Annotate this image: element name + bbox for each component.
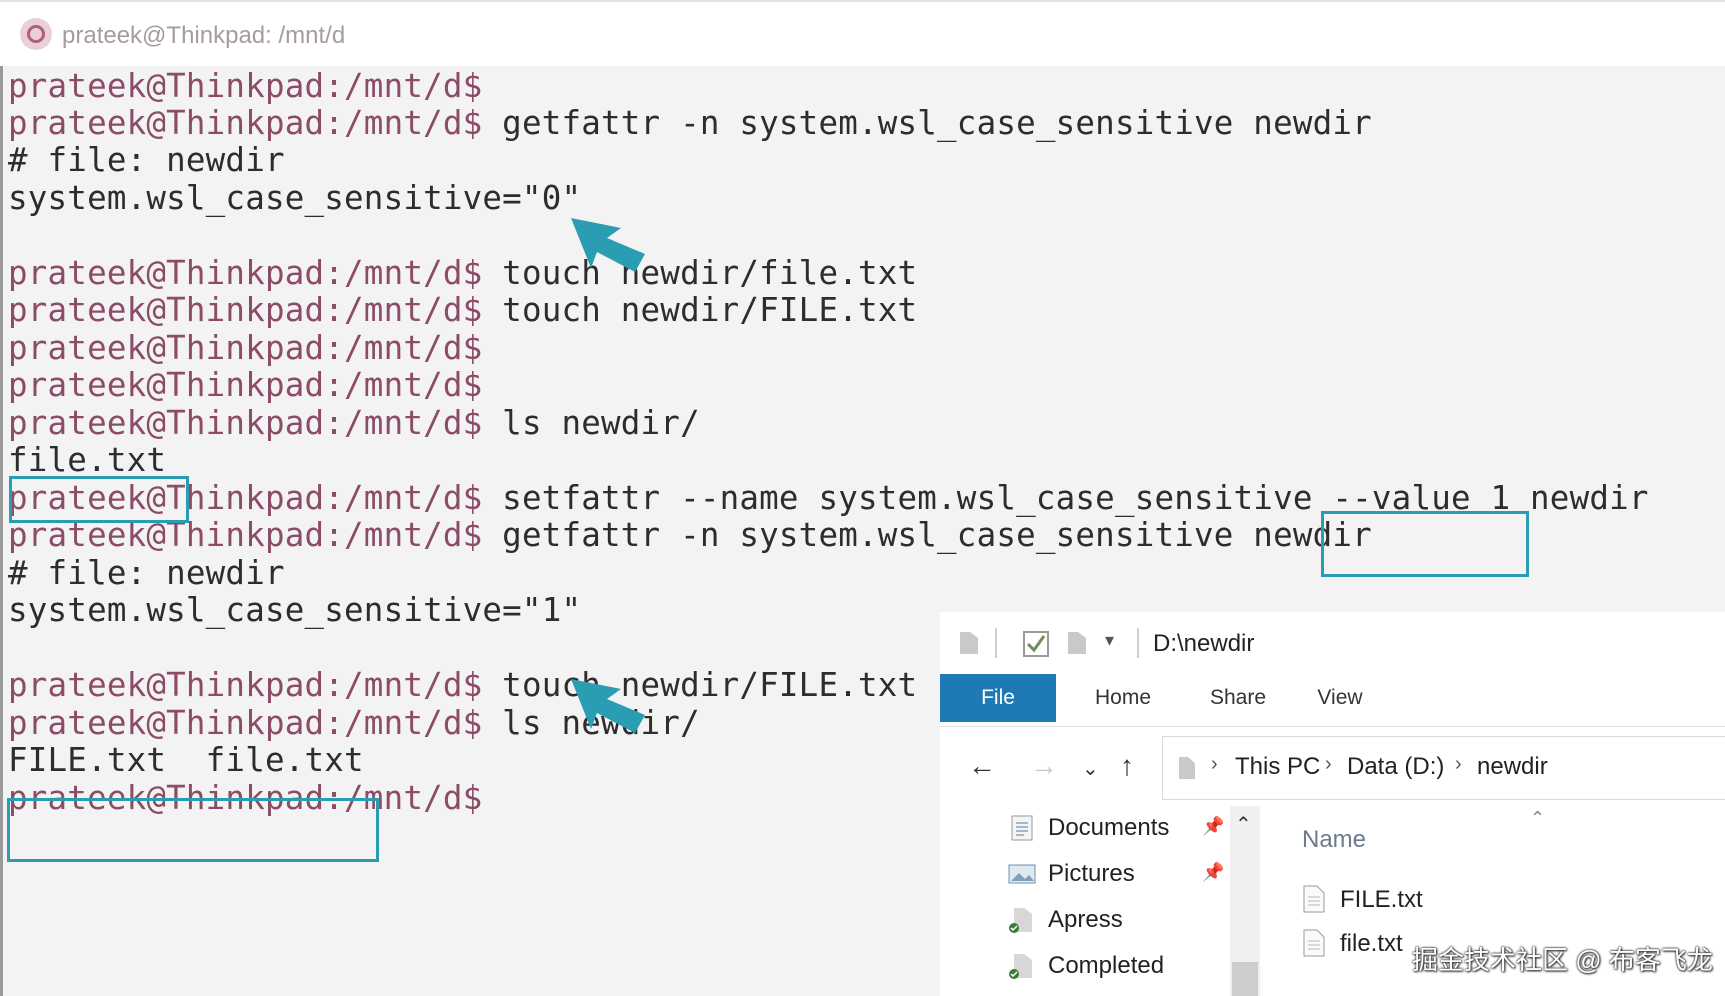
- output-text: file.txt: [8, 441, 167, 479]
- terminal-line: # file: newdir: [8, 553, 285, 593]
- shell-prompt: prateek@Thinkpad:/mnt/d$: [8, 704, 483, 742]
- new-folder-icon[interactable]: [1066, 630, 1088, 656]
- window-title-path: D:\newdir: [1153, 630, 1255, 657]
- file-name: file.txt: [1340, 930, 1403, 957]
- recent-locations-chevron-icon[interactable]: ⌄: [1082, 758, 1099, 780]
- text-file-icon: [1303, 885, 1325, 913]
- terminal-line: prateek@Thinkpad:/mnt/d$ setfattr --name…: [8, 478, 1649, 518]
- address-bar[interactable]: › This PC › Data (D:) › newdir: [1162, 736, 1725, 800]
- nav-item-label: Completed: [1048, 952, 1165, 979]
- command-text: touch newdir/FILE.txt: [482, 666, 918, 704]
- shell-prompt: prateek@Thinkpad:/mnt/d$: [8, 67, 483, 105]
- quick-access-toolbar: ▾ D:\newdir: [940, 612, 1725, 674]
- shell-prompt: prateek@Thinkpad:/mnt/d$: [8, 329, 483, 367]
- pin-icon[interactable]: 📌: [1202, 862, 1225, 882]
- terminal-line: prateek@Thinkpad:/mnt/d$ getfattr -n sys…: [8, 103, 1372, 143]
- terminal-line: prateek@Thinkpad:/mnt/d$ touch newdir/fi…: [8, 253, 917, 293]
- terminal-line: prateek@Thinkpad:/mnt/d$: [8, 328, 482, 368]
- output-text: # file: newdir: [8, 554, 285, 592]
- terminal-line: # file: newdir: [8, 140, 285, 180]
- highlight-box-value-arg: [1321, 511, 1529, 577]
- terminal-title-bar: prateek@Thinkpad: /mnt/d: [0, 0, 1725, 66]
- breadcrumb-data-d[interactable]: Data (D:): [1347, 753, 1445, 780]
- terminal-line: file.txt: [8, 440, 166, 480]
- shell-prompt: prateek@Thinkpad:/mnt/d$: [8, 104, 483, 142]
- ubuntu-icon: [20, 18, 52, 50]
- command-text: getfattr -n system.wsl_case_sensitive ne…: [482, 516, 1372, 554]
- forward-arrow-icon[interactable]: →: [1030, 750, 1058, 781]
- properties-check-icon[interactable]: [1022, 630, 1050, 658]
- terminal-line: system.wsl_case_sensitive="1": [8, 590, 581, 630]
- shell-prompt: prateek@Thinkpad:/mnt/d$: [8, 366, 483, 404]
- watermark: 掘金技术社区 @ 布客飞龙: [1412, 945, 1713, 975]
- nav-pane-scrollbar[interactable]: ⌃: [1230, 806, 1260, 996]
- nav-item-label: Pictures: [1048, 860, 1135, 887]
- navigation-bar: ← → ⌄ ↑ › This PC › Data (D:) › newdir: [940, 726, 1725, 806]
- nav-item-label: Documents: [1048, 814, 1170, 841]
- terminal-line: system.wsl_case_sensitive="0": [8, 178, 581, 218]
- output-text: FILE.txt file.txt: [8, 741, 364, 779]
- command-text: getfattr -n system.wsl_case_sensitive ne…: [482, 104, 1372, 142]
- pin-icon[interactable]: 📌: [1202, 816, 1225, 836]
- breadcrumb-newdir[interactable]: newdir: [1477, 753, 1548, 780]
- nav-item-label: Apress: [1048, 906, 1123, 933]
- tab-view[interactable]: View: [1317, 686, 1363, 709]
- toolbar-divider: [995, 628, 997, 658]
- customize-toolbar-icon[interactable]: ▾: [1105, 630, 1115, 650]
- tab-share[interactable]: Share: [1209, 686, 1267, 709]
- navigation-pane: Documents 📌 Pictures 📌 Apress Completed …: [940, 806, 1260, 996]
- command-text: setfattr --name system.wsl_case_sensitiv…: [482, 479, 1649, 517]
- shell-prompt: prateek@Thinkpad:/mnt/d$: [8, 479, 483, 517]
- arrow-pointer-icon: [571, 679, 645, 733]
- toolbar-divider: [1137, 628, 1139, 658]
- output-text: system.wsl_case_sensitive="1": [8, 591, 582, 629]
- terminal-line: prateek@Thinkpad:/mnt/d$ touch newdir/FI…: [8, 290, 917, 330]
- terminal-line: prateek@Thinkpad:/mnt/d$ ls newdir/: [8, 403, 700, 443]
- output-text: # file: newdir: [8, 141, 285, 179]
- output-text: system.wsl_case_sensitive="0": [8, 179, 582, 217]
- sort-chevron-up-icon: ⌃: [1530, 808, 1546, 828]
- shell-prompt: prateek@Thinkpad:/mnt/d$: [8, 404, 483, 442]
- synced-folder-icon: [1009, 908, 1032, 933]
- ribbon: File Home Share View: [940, 674, 1725, 727]
- arrow-pointer-icon: [571, 218, 645, 272]
- tab-file[interactable]: File: [940, 674, 1056, 722]
- breadcrumb-separator-icon: ›: [1325, 753, 1332, 775]
- window-title: prateek@Thinkpad: /mnt/d: [62, 22, 346, 49]
- breadcrumb-separator-icon: ›: [1455, 753, 1462, 775]
- scroll-up-chevron-icon[interactable]: ⌃: [1235, 814, 1252, 836]
- scroll-thumb[interactable]: [1232, 962, 1258, 996]
- terminal-line: FILE.txt file.txt: [8, 740, 364, 780]
- highlight-box-ls-result-1: [9, 476, 189, 523]
- terminal-line: prateek@Thinkpad:/mnt/d$: [8, 66, 482, 106]
- terminal-line: prateek@Thinkpad:/mnt/d$ getfattr -n sys…: [8, 515, 1372, 555]
- synced-folder-icon: [1009, 954, 1032, 979]
- back-arrow-icon[interactable]: ←: [968, 750, 996, 781]
- text-file-icon: [1303, 929, 1325, 957]
- terminal-line: prateek@Thinkpad:/mnt/d$: [8, 365, 482, 405]
- tab-home[interactable]: Home: [1094, 686, 1152, 709]
- folder-icon: [960, 632, 978, 654]
- breadcrumb-separator-icon: ›: [1211, 753, 1218, 775]
- highlight-box-ls-result-2: [7, 798, 379, 862]
- column-header-name[interactable]: Name: [1302, 826, 1367, 853]
- up-arrow-icon[interactable]: ↑: [1120, 750, 1134, 781]
- shell-prompt: prateek@Thinkpad:/mnt/d$: [8, 254, 483, 292]
- shell-prompt: prateek@Thinkpad:/mnt/d$: [8, 291, 483, 329]
- terminal-line: prateek@Thinkpad:/mnt/d$ touch newdir/FI…: [8, 665, 917, 705]
- location-folder-icon: [1179, 757, 1195, 779]
- documents-icon: [1011, 815, 1033, 841]
- pictures-icon: [1008, 864, 1036, 884]
- command-text: touch newdir/FILE.txt: [482, 291, 918, 329]
- file-list: ⌃ Name FILE.txt file.txt: [1260, 806, 1725, 996]
- file-name: FILE.txt: [1340, 886, 1423, 913]
- terminal-output[interactable]: prateek@Thinkpad:/mnt/d$ prateek@Thinkpa…: [0, 66, 1725, 996]
- breadcrumb-this-pc[interactable]: This PC: [1235, 753, 1321, 780]
- command-text: ls newdir/: [482, 404, 700, 442]
- shell-prompt: prateek@Thinkpad:/mnt/d$: [8, 666, 483, 704]
- file-explorer-window: ▾ D:\newdir File Home Share View ← → ⌄ ↑…: [940, 612, 1725, 996]
- command-text: touch newdir/file.txt: [482, 254, 918, 292]
